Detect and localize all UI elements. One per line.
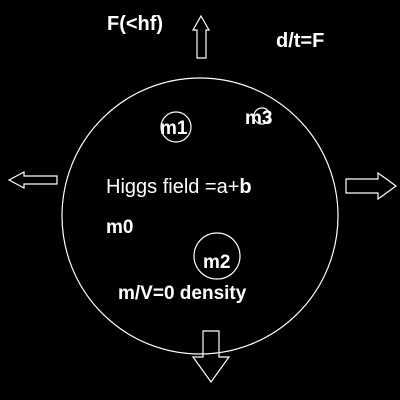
m1-label: m1 bbox=[160, 118, 188, 139]
field-circle bbox=[61, 77, 339, 355]
m3-circle bbox=[253, 107, 271, 125]
m1-circle bbox=[160, 111, 192, 143]
arrow-down-icon bbox=[191, 330, 231, 384]
m2-circle bbox=[193, 232, 241, 280]
arrow-right-icon bbox=[345, 171, 398, 201]
rate-equation-label: d/t=F bbox=[276, 30, 325, 52]
density-label: m/V=0 density bbox=[118, 283, 247, 304]
arrow-left-icon bbox=[7, 171, 58, 189]
m3-label: m3 bbox=[245, 108, 273, 129]
higgs-field-suffix: b bbox=[239, 176, 252, 198]
higgs-field-label: Higgs field =a+b bbox=[106, 177, 252, 197]
higgs-field-prefix: Higgs field =a+ bbox=[106, 176, 240, 198]
arrow-up-icon bbox=[191, 14, 211, 59]
m2-label: m2 bbox=[203, 252, 231, 273]
m0-label: m0 bbox=[106, 217, 134, 238]
top-force-label: F(<hf) bbox=[107, 13, 164, 35]
